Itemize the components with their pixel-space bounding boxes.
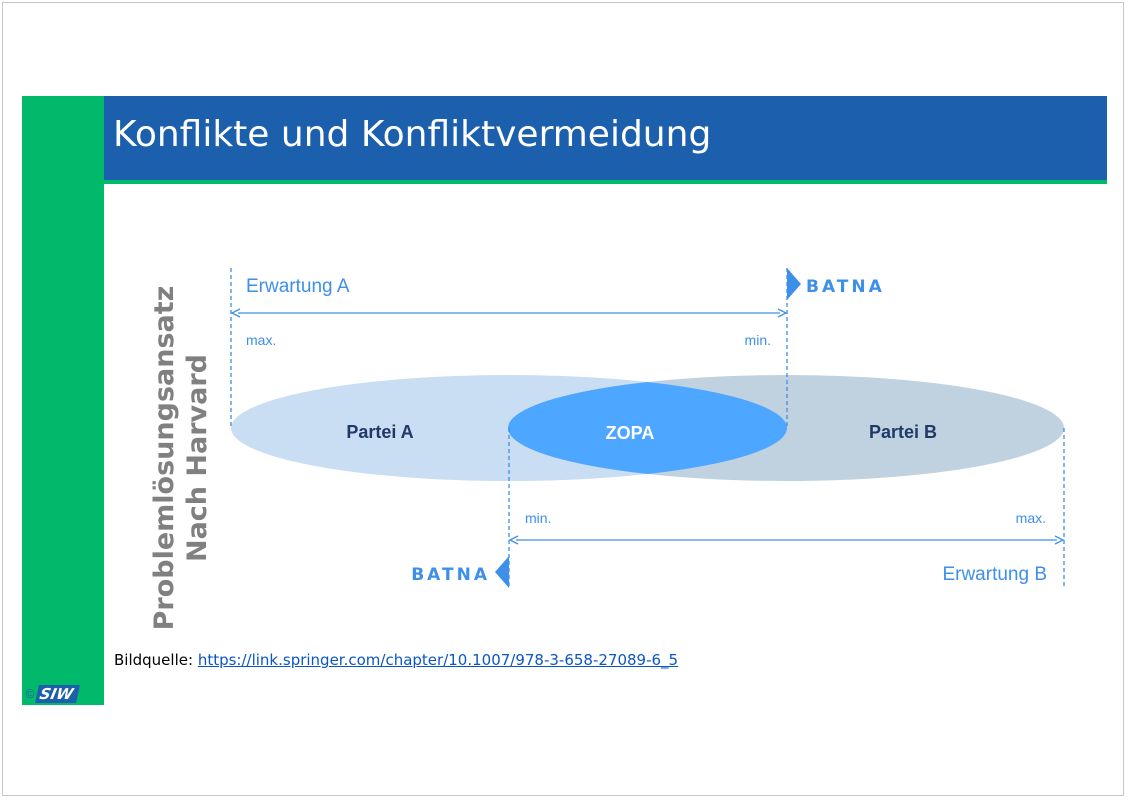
- title-bar: [104, 96, 1107, 180]
- siw-logo: © SIW: [24, 684, 104, 704]
- vertical-label: Problemlösungsansatz Nach Harvard: [148, 286, 214, 631]
- title-underline: [104, 180, 1107, 184]
- image-source: Bildquelle: https://link.springer.com/ch…: [114, 650, 678, 670]
- source-label: Bildquelle:: [114, 651, 194, 669]
- source-link[interactable]: https://link.springer.com/chapter/10.100…: [197, 651, 679, 669]
- vertical-label-line-1: Problemlösungsansatz: [149, 285, 180, 631]
- siw-logo-mark: SIW: [35, 685, 80, 703]
- green-side-bar: [22, 96, 104, 705]
- slide-title: Konflikte und Konfliktvermeidung: [113, 114, 712, 155]
- copyright-symbol: ©: [24, 687, 36, 701]
- vertical-label-line-2: Nach Harvard: [182, 353, 213, 563]
